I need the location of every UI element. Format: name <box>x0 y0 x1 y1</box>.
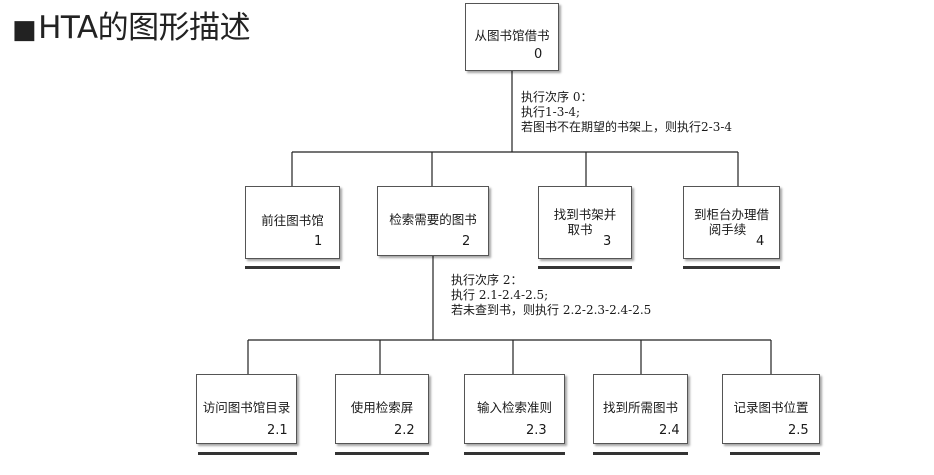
task-number: 2.3 <box>526 423 547 438</box>
task-label: 检索需要的图书 <box>389 212 477 227</box>
task-node-3: 找到书架并 取书 3 <box>538 186 632 259</box>
task-node-2: 检索需要的图书 2 <box>377 186 489 256</box>
task-node-4: 到柜台办理借 阅手续 4 <box>683 186 780 259</box>
task-number: 2.5 <box>788 423 809 438</box>
plan-line: 执行次序 2： <box>451 273 523 287</box>
task-node-0: 从图书馆借书 0 <box>465 3 559 71</box>
task-label: 到柜台办理借 <box>693 207 769 222</box>
node-underline <box>335 452 429 455</box>
plan-note-0: 执行次序 0： 执行1-3-4; 若图书不在期望的书架上，则执行2-3-4 <box>521 90 732 135</box>
page-title: ■HTA的图形描述 <box>12 8 251 50</box>
task-number: 0 <box>534 47 543 62</box>
task-node-2-3: 输入检索准则 2.3 <box>464 374 565 444</box>
task-number: 2.1 <box>267 423 288 438</box>
plan-line: 若未查到书，则执行 2.2-2.3-2.4-2.5 <box>451 303 652 317</box>
task-label-line2: 阅手续 <box>708 222 747 237</box>
task-label: 找到所需图书 <box>602 400 678 415</box>
node-underline <box>683 266 780 269</box>
task-label: 输入检索准则 <box>476 400 552 415</box>
task-node-2-4: 找到所需图书 2.4 <box>593 374 688 444</box>
plan-line: 执行1-3-4; <box>521 105 581 119</box>
page-title-text: HTA的图形描述 <box>38 10 251 46</box>
plan-line: 若图书不在期望的书架上，则执行2-3-4 <box>521 120 733 134</box>
task-number: 2.2 <box>394 423 415 438</box>
plan-line: 执行 2.1-2.4-2.5; <box>451 288 549 302</box>
task-number: 3 <box>603 234 612 249</box>
node-underline <box>464 452 565 455</box>
plan-note-2: 执行次序 2： 执行 2.1-2.4-2.5; 若未查到书，则执行 2.2-2.… <box>451 273 651 318</box>
task-label-line2: 取书 <box>567 222 593 237</box>
task-number: 4 <box>756 234 765 249</box>
task-node-2-1: 访问图书馆目录 2.1 <box>196 374 297 444</box>
task-node-2-2: 使用检索屏 2.2 <box>335 374 429 444</box>
node-underline <box>730 452 820 455</box>
task-node-1: 前往图书馆 1 <box>245 186 340 259</box>
node-underline <box>198 452 297 455</box>
square-bullet-icon: ■ <box>12 15 37 45</box>
task-number: 1 <box>314 234 323 249</box>
task-number: 2 <box>462 234 471 249</box>
node-underline <box>538 266 632 269</box>
node-underline <box>593 452 688 455</box>
plan-line: 执行次序 0： <box>521 90 593 104</box>
task-node-2-5: 记录图书位置 2.5 <box>722 374 820 444</box>
task-label: 从图书馆借书 <box>474 28 550 43</box>
task-label: 访问图书馆目录 <box>202 400 291 415</box>
task-label: 前往图书馆 <box>261 213 324 228</box>
node-underline <box>245 266 340 269</box>
task-label: 找到书架并 <box>553 207 617 222</box>
task-label: 使用检索屏 <box>350 400 414 415</box>
task-label: 记录图书位置 <box>733 400 809 415</box>
task-number: 2.4 <box>659 423 680 438</box>
